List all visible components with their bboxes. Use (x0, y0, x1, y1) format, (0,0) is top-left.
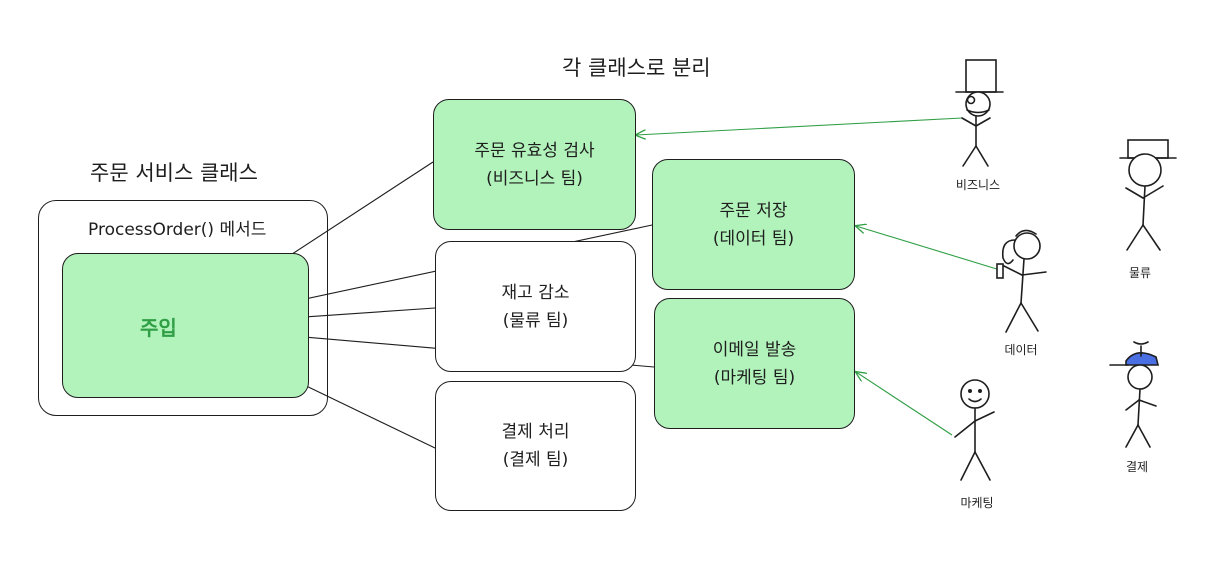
payment-processing-title: 결제 처리 (501, 422, 570, 442)
inject-box (62, 253, 309, 398)
order-validation-title: 주문 유효성 검사 (474, 140, 595, 161)
stock-decrease-box: 재고 감소 (물류 팀) (435, 241, 636, 372)
separate-classes-title: 각 클래스로 분리 (562, 56, 711, 80)
data-person-icon (996, 229, 1047, 333)
marketing-person-label: 마케팅 (960, 496, 994, 510)
stock-decrease-team: (물류 팀) (502, 310, 569, 331)
order-save-box: 주문 저장 (데이터 팀) (652, 159, 855, 290)
marketing-person-icon (954, 379, 995, 481)
email-send-title: 이메일 발송 (712, 339, 797, 360)
order-save-team: (데이터 팀) (712, 228, 795, 249)
business-person-label: 비즈니스 (955, 178, 1001, 192)
email-send-team: (마케팅 팀) (713, 367, 796, 388)
service-class-container (38, 200, 328, 416)
order-save-title: 주문 저장 (719, 200, 788, 221)
payment-person-icon (1109, 341, 1160, 448)
arrow-business-to-validation (636, 117, 963, 135)
stock-decrease-title: 재고 감소 (501, 282, 570, 303)
order-validation-box: 주문 유효성 검사 (비즈니스 팀) (433, 99, 636, 230)
service-class-title: 주문 서비스 클래스 (90, 161, 258, 185)
inject-label: 주입 (140, 316, 177, 340)
order-validation-team: (비즈니스 팀) (486, 168, 583, 189)
payment-processing-team: (결제 팀) (502, 450, 569, 470)
payment-processing-box: 결제 처리 (결제 팀) (435, 381, 636, 511)
email-send-box: 이메일 발송 (마케팅 팀) (654, 298, 855, 429)
logistics-person-label: 물류 (1128, 266, 1152, 280)
process-order-method-label: ProcessOrder() 메서드 (88, 220, 267, 240)
logistics-person-icon (1119, 139, 1177, 251)
data-person-label: 데이터 (1004, 343, 1038, 357)
payment-person-label: 결제 (1125, 460, 1149, 474)
business-person-icon (955, 59, 1004, 167)
arrow-marketing-to-email (856, 372, 953, 436)
arrow-data-to-save (856, 226, 1001, 271)
